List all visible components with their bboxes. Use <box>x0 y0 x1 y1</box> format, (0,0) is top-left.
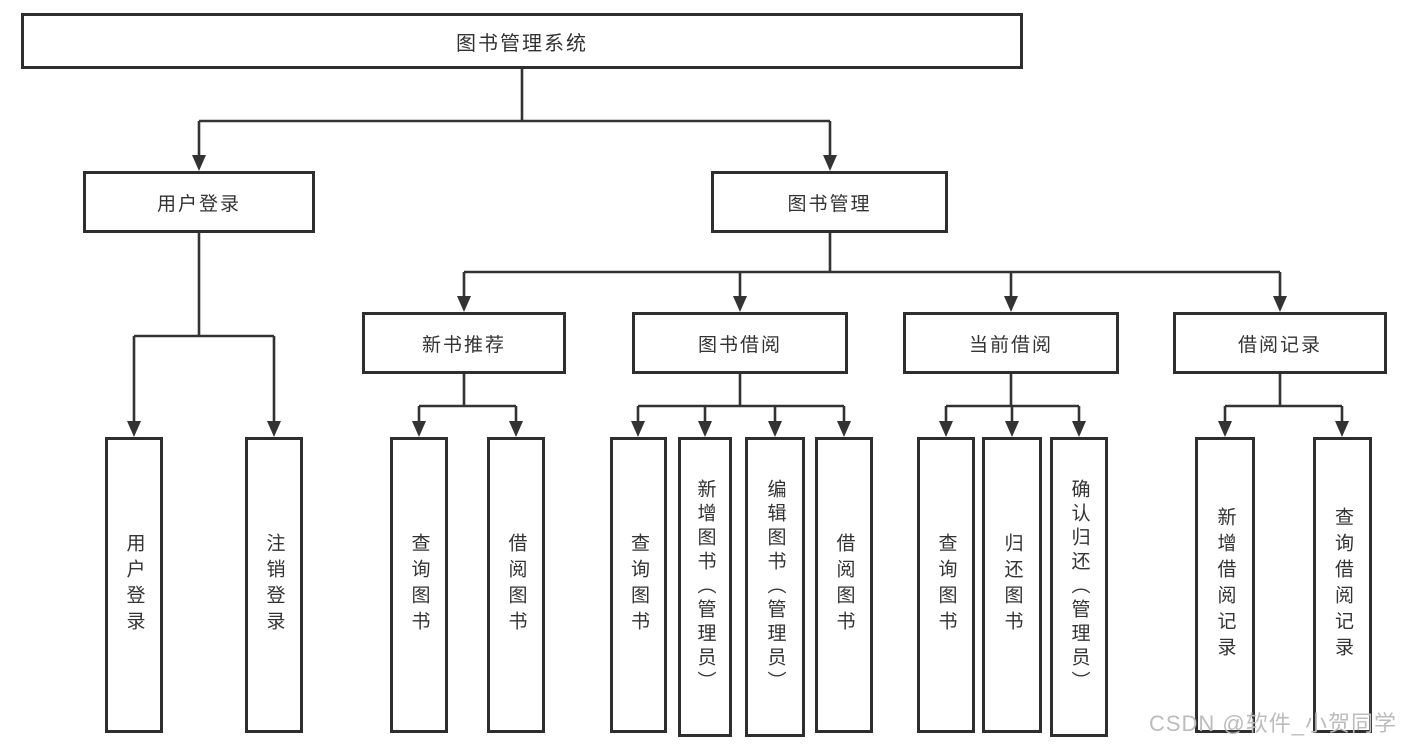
leaf-record-query: 查询借阅记录 <box>1313 437 1372 733</box>
node-current-borrow: 当前借阅 <box>903 312 1119 374</box>
node-book-borrow-label: 图书借阅 <box>697 334 782 356</box>
leaf-borrow-edit-admin: 编辑图书（管理员） <box>745 437 805 737</box>
leaf-borrow-query-label: 查询图书 <box>628 533 649 637</box>
node-book-borrow: 图书借阅 <box>632 312 848 374</box>
leaf-current-query-label: 查询图书 <box>935 533 957 637</box>
leaf-logout: 注销登录 <box>245 437 303 733</box>
connector-current-to-leaves <box>939 374 1086 437</box>
leaf-newbook-borrow: 借阅图书 <box>487 437 545 733</box>
node-user-login-label: 用户登录 <box>156 193 241 215</box>
leaf-borrow-edit-admin-label: 编辑图书（管理员） <box>764 479 786 695</box>
connector-newbook-to-leaves <box>412 374 523 437</box>
node-new-book-recommend-label: 新书推荐 <box>421 334 506 356</box>
leaf-borrow-borrow: 借阅图书 <box>815 437 873 733</box>
leaf-current-query: 查询图书 <box>917 437 975 733</box>
leaf-newbook-query: 查询图书 <box>390 437 448 733</box>
connector-bookmgmt-to-level3 <box>457 233 1287 312</box>
node-book-management-label: 图书管理 <box>787 193 872 215</box>
leaf-borrow-add-admin-label: 新增图书（管理员） <box>694 479 716 695</box>
leaf-record-query-label: 查询借阅记录 <box>1332 507 1353 663</box>
node-root-system-label: 图书管理系统 <box>456 32 588 55</box>
leaf-current-confirm-admin: 确认归还（管理员） <box>1050 437 1108 737</box>
leaf-current-return: 归还图书 <box>982 437 1042 733</box>
node-borrow-record: 借阅记录 <box>1173 312 1387 374</box>
leaf-newbook-query-label: 查询图书 <box>408 533 430 637</box>
connector-borrow-to-leaves <box>631 374 851 437</box>
node-book-management: 图书管理 <box>711 171 948 233</box>
leaf-user-login-label: 用户登录 <box>123 533 145 637</box>
leaf-user-login: 用户登录 <box>105 437 163 733</box>
leaf-borrow-borrow-label: 借阅图书 <box>833 533 855 637</box>
leaf-current-return-label: 归还图书 <box>1001 533 1023 637</box>
leaf-record-add-label: 新增借阅记录 <box>1214 507 1236 663</box>
leaf-record-add: 新增借阅记录 <box>1195 437 1255 733</box>
leaf-newbook-borrow-label: 借阅图书 <box>505 533 527 637</box>
node-borrow-record-label: 借阅记录 <box>1237 334 1322 356</box>
connector-root-to-level2 <box>192 69 837 171</box>
node-new-book-recommend: 新书推荐 <box>362 312 566 374</box>
leaf-borrow-add-admin: 新增图书（管理员） <box>678 437 732 737</box>
node-current-borrow-label: 当前借阅 <box>968 334 1053 356</box>
node-root-system: 图书管理系统 <box>21 13 1023 69</box>
node-user-login: 用户登录 <box>83 171 315 233</box>
leaf-current-confirm-admin-label: 确认归还（管理员） <box>1068 479 1090 695</box>
leaf-borrow-query: 查询图书 <box>610 437 667 733</box>
connector-userlogin-to-leaves <box>127 233 281 437</box>
leaf-logout-label: 注销登录 <box>263 533 285 637</box>
connector-record-to-leaves <box>1218 374 1349 437</box>
